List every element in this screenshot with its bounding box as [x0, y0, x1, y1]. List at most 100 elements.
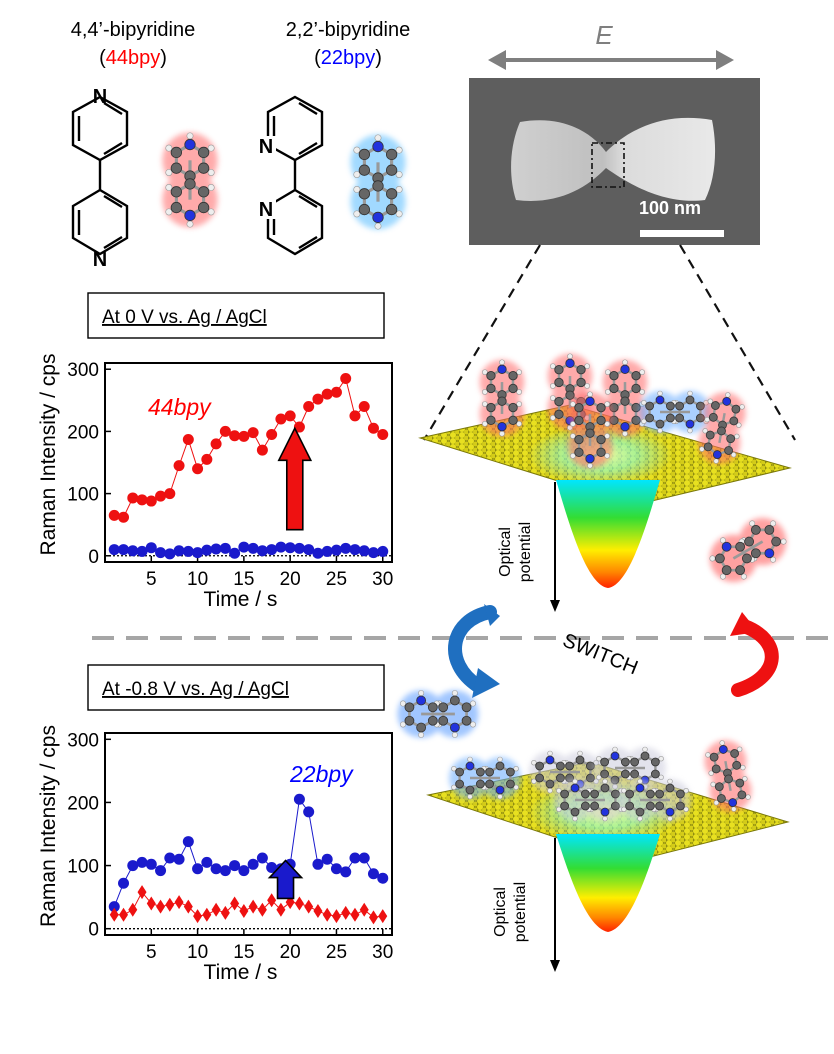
data-point [229, 547, 241, 559]
data-point [192, 863, 204, 875]
data-point [182, 433, 194, 445]
data-point [293, 793, 305, 805]
data-point [256, 545, 268, 557]
atom-n-label: N [259, 136, 273, 158]
adsorbed-molecules-top [479, 353, 746, 469]
switch-arrow-blue [448, 604, 500, 698]
x-axis-label: Time / s [204, 588, 278, 611]
data-point [136, 494, 148, 506]
data-point [118, 511, 130, 523]
svg-text:(22bpy): (22bpy) [314, 47, 382, 69]
molecule-22bpy-abbr: 22bpy [321, 47, 376, 69]
data-point [247, 858, 259, 870]
data-point [247, 542, 259, 554]
data-point [312, 858, 324, 870]
data-point [174, 895, 184, 910]
x-tick-label: 10 [187, 942, 208, 963]
switch-arrow-red [730, 612, 779, 697]
x-tick-label: 5 [146, 942, 157, 963]
data-point [349, 544, 361, 556]
increase-arrow [277, 426, 313, 531]
scale-bar-label: 100 nm [639, 198, 701, 218]
x-tick-label: 25 [326, 569, 347, 590]
data-point [238, 541, 250, 553]
data-point [108, 544, 120, 556]
data-point [210, 438, 222, 450]
condition-label: At 0 V vs. Ag / AgCl [102, 307, 267, 328]
data-point [165, 897, 175, 912]
data-point [266, 429, 278, 441]
data-point [230, 896, 240, 911]
data-point [201, 856, 213, 868]
data-point [312, 393, 324, 405]
y-tick-label: 300 [67, 730, 99, 751]
data-point [294, 896, 304, 911]
y-axis-label: Raman Intensity / cps [37, 354, 60, 556]
data-point [128, 902, 138, 917]
data-point [256, 852, 268, 864]
y-tick-label: 200 [67, 422, 99, 443]
data-point [173, 460, 185, 472]
data-point [219, 542, 231, 554]
data-point [377, 429, 389, 441]
y-tick-label: 0 [88, 547, 99, 568]
annotation-label: 22bpy [289, 761, 354, 787]
x-tick-label: 15 [233, 569, 254, 590]
data-point [173, 545, 185, 557]
optical-potential-top [556, 480, 660, 588]
data-point [156, 899, 166, 914]
data-point [127, 492, 139, 504]
optical-potential-arrow-top [550, 482, 560, 612]
data-point [164, 488, 176, 500]
data-point [321, 388, 333, 400]
data-point [359, 902, 369, 917]
x-tick-label: 5 [146, 569, 157, 590]
data-point [322, 907, 332, 922]
data-point [293, 421, 305, 433]
data-point [155, 547, 167, 559]
x-tick-label: 30 [372, 942, 393, 963]
data-point [164, 548, 176, 560]
data-point [303, 544, 315, 556]
x-tick-label: 20 [280, 942, 301, 963]
data-point [109, 907, 119, 922]
data-point [331, 909, 341, 924]
svg-text:(44bpy): (44bpy) [99, 47, 167, 69]
data-point [312, 547, 324, 559]
x-tick-label: 30 [372, 569, 393, 590]
optical-label-line1: Optical [492, 887, 509, 937]
zoom-line-left [423, 244, 541, 441]
data-point [303, 806, 315, 818]
x-axis-label: Time / s [204, 961, 278, 984]
data-point [238, 430, 250, 442]
data-point [118, 877, 130, 889]
field-label: E [595, 20, 613, 50]
data-point [367, 868, 379, 880]
data-point [201, 544, 213, 556]
condition-box [87, 292, 385, 339]
molecule-44bpy-abbr: 44bpy [106, 47, 161, 69]
data-point [266, 544, 278, 556]
scale-bar [640, 230, 724, 237]
x-tick-label: 15 [233, 942, 254, 963]
data-point [257, 902, 267, 917]
sem-image: 100 nm [469, 78, 760, 245]
data-point [304, 899, 314, 914]
series-line [113, 798, 383, 907]
data-point [367, 547, 379, 559]
data-point [256, 444, 268, 456]
atom-n-label: N [259, 199, 273, 221]
y-axis-label: Raman Intensity / cps [37, 725, 60, 927]
data-point [340, 373, 352, 385]
molecule-44bpy-label: 4,4’-bipyridine (44bpy) [71, 19, 196, 69]
condition-label: At -0.8 V vs. Ag / AgCl [102, 679, 289, 700]
data-point [341, 905, 351, 920]
data-point [192, 547, 204, 559]
data-point [247, 427, 259, 439]
data-point [219, 425, 231, 437]
data-point [145, 542, 157, 554]
data-point [164, 852, 176, 864]
